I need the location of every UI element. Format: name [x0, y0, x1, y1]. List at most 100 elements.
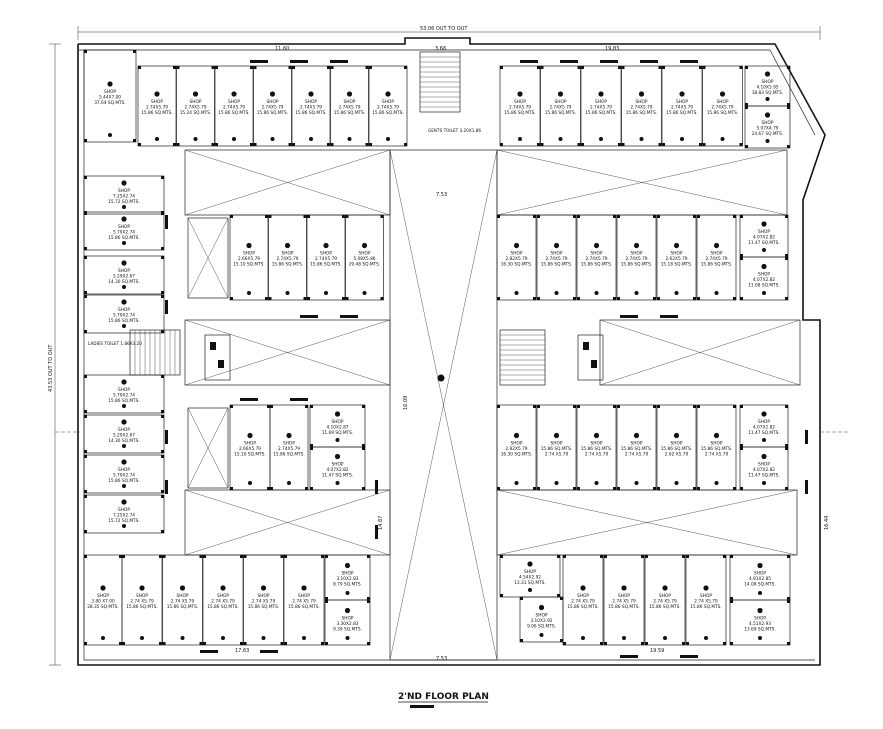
- light-fixture-icon: [100, 585, 106, 591]
- window-markers: [165, 60, 808, 658]
- switch-point-icon: [558, 137, 563, 141]
- column: [161, 212, 164, 215]
- room-label-line: 2.74X5.79: [671, 105, 693, 111]
- light-fixture-icon: [334, 411, 341, 417]
- column: [497, 297, 500, 300]
- column: [653, 297, 656, 300]
- column: [557, 555, 560, 558]
- room-label-line: SHOP: [524, 569, 536, 575]
- column: [161, 455, 164, 458]
- room-label-line: 2.74 X5.79: [653, 599, 677, 605]
- room-label-line: 15.86 SQ.MTS.: [288, 604, 320, 610]
- room-label-line: 2.74X5.79: [315, 256, 337, 262]
- room-label-line: 28.35 SQ.MTS.: [87, 604, 119, 610]
- room-label-line: SHOP: [283, 441, 295, 447]
- switch-point-icon: [680, 137, 684, 141]
- switch-point-icon: [122, 205, 126, 209]
- light-fixture-icon: [633, 242, 640, 249]
- light-fixture-icon: [713, 432, 720, 439]
- room-label-line: 2.74X5.79: [184, 105, 206, 111]
- room-label-line: 4.10X2.87: [326, 425, 348, 431]
- column: [787, 642, 790, 645]
- room-label-line: 15.86 SQ.MTS.: [372, 110, 404, 116]
- room-label-line: 15.86 SQ.MTS.: [141, 110, 173, 116]
- room-label-line: SHOP: [118, 307, 130, 313]
- room-label-line: SHOP: [551, 441, 563, 447]
- lift-left: [204, 334, 231, 381]
- column: [497, 487, 500, 490]
- column: [641, 642, 644, 645]
- column: [211, 143, 215, 146]
- column: [369, 66, 372, 69]
- column: [199, 642, 203, 645]
- column: [653, 405, 656, 408]
- room-label-line: SHOP: [636, 99, 648, 105]
- column: [203, 555, 206, 558]
- light-fixture-icon: [323, 242, 329, 249]
- switch-point-icon: [335, 481, 340, 485]
- room-label-line: SHOP: [700, 593, 712, 599]
- room-label-line: 11.47 SQ.MTS.: [748, 240, 780, 246]
- room-label-line: 9.39 SQ.MTS.: [333, 627, 362, 633]
- switch-point-icon: [765, 139, 770, 143]
- switch-point-icon: [581, 636, 585, 640]
- room-label-line: SHOP: [320, 251, 332, 257]
- room-label-line: SHOP: [717, 99, 729, 105]
- column: [270, 487, 273, 490]
- room-label-line: SHOP: [511, 251, 523, 257]
- center-height-dim: 16.09: [403, 396, 409, 410]
- column: [161, 291, 164, 294]
- column: [740, 447, 743, 450]
- column: [284, 642, 287, 645]
- light-fixture-icon: [598, 91, 604, 97]
- room-label-line: SHOP: [118, 224, 130, 230]
- room-label-line: 4.07X2.82: [753, 277, 775, 283]
- switch-point-icon: [539, 633, 544, 637]
- column: [84, 642, 87, 645]
- switch-point-icon: [514, 291, 519, 295]
- column: [500, 66, 503, 69]
- column: [785, 254, 788, 257]
- room-label-line: 14.30 SQ.MTS.: [108, 279, 140, 285]
- light-fixture-icon: [713, 242, 720, 249]
- room-label-line: SHOP: [344, 99, 356, 105]
- light-fixture-icon: [679, 91, 685, 97]
- room-label-line: 2.74 X5.79: [571, 599, 595, 605]
- light-fixture-icon: [764, 71, 771, 77]
- switch-point-icon: [221, 636, 225, 640]
- column: [739, 66, 743, 69]
- column: [365, 143, 369, 146]
- room-label-line: SHOP: [711, 441, 723, 447]
- room-label-line: SHOP: [595, 99, 607, 105]
- room-label-line: SHOP: [511, 441, 523, 447]
- room-label-line: SHOP: [332, 462, 344, 468]
- room-label-line: 2.74X5.79: [625, 256, 647, 262]
- room-label-line: 15.86 SQ.MTS.: [545, 110, 577, 116]
- column: [288, 66, 292, 69]
- column: [330, 66, 334, 69]
- room-label-line: 11.69 SQ.MTS.: [322, 430, 354, 436]
- light-fixture-icon: [121, 260, 127, 266]
- room-label-line: 2.74 X5.79: [211, 599, 235, 605]
- column: [787, 103, 790, 106]
- room-label-line: SHOP: [382, 99, 394, 105]
- column: [560, 639, 563, 642]
- light-fixture-icon: [121, 299, 127, 305]
- room-label-line: 2.74 X5.79: [585, 452, 609, 458]
- room-label-line: 15.86 SQ.MTS.: [272, 262, 304, 268]
- room-label-line: 5.08X5.86: [353, 256, 375, 262]
- room-label-line: SHOP: [118, 188, 130, 194]
- column: [327, 143, 330, 146]
- light-fixture-icon: [286, 432, 292, 439]
- column: [253, 66, 257, 69]
- column: [367, 600, 370, 603]
- room-label-line: 4.10X5.95: [756, 85, 778, 91]
- light-fixture-icon: [633, 432, 640, 439]
